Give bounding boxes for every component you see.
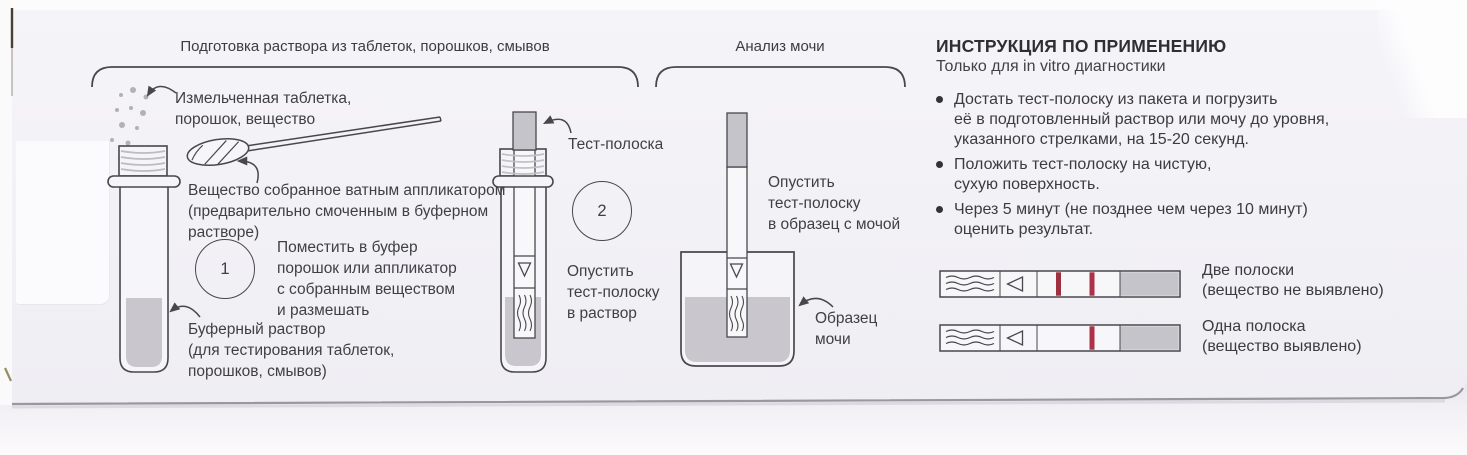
instruction-bullet-2: Положить тест-полоску на чистую, сухую п… bbox=[936, 155, 1211, 195]
result-positive-title: Одна полоска bbox=[1202, 318, 1306, 335]
label-dip-in-solution: Опустить тест-полоску в раствор bbox=[567, 263, 660, 322]
control-line bbox=[1056, 272, 1061, 296]
step-1-badge: 1 bbox=[195, 239, 255, 299]
bullet-dot bbox=[936, 161, 943, 168]
cotton-applicator bbox=[186, 116, 442, 167]
arrow-to-swab bbox=[236, 156, 259, 184]
box-top-edge bbox=[0, 0, 1467, 10]
label-urine-sample: Образец мочи bbox=[815, 310, 878, 348]
label-buffer-solution: Буферный раствор (для тестирования табле… bbox=[188, 321, 395, 380]
instruction-bullet-1: Достать тест-полоску из пакета и погрузи… bbox=[936, 90, 1329, 150]
arrow-to-powder bbox=[146, 85, 177, 97]
tube-with-strip bbox=[492, 111, 554, 373]
arrow-to-buffer bbox=[169, 302, 201, 318]
urine-section-title: Анализ мочи bbox=[735, 38, 825, 55]
label-swab-substance: Вещество собранное ватным аппликатором (… bbox=[188, 182, 506, 241]
down-arrow-mark bbox=[729, 263, 744, 279]
bullet-1-text: Достать тест-полоску из пакета и погрузи… bbox=[954, 91, 1330, 148]
box-left-edge bbox=[0, 0, 12, 420]
result-negative-note: (вещество не выявлено) bbox=[1202, 282, 1384, 299]
bullet-3-text: Через 5 минут (не позднее чем через 10 м… bbox=[954, 201, 1308, 238]
arrow-to-cup bbox=[798, 296, 834, 308]
bullet-dot bbox=[936, 206, 943, 213]
box-edge-accents bbox=[4, 8, 14, 382]
control-line bbox=[1089, 326, 1095, 350]
down-arrow-mark bbox=[517, 262, 532, 278]
step-1-number: 1 bbox=[220, 259, 230, 278]
bullet-2-text: Положить тест-полоску на чистую, сухую п… bbox=[954, 156, 1212, 193]
arrow-to-strip bbox=[542, 115, 572, 134]
result-negative-caption: Две полоски (вещество не выявлено) bbox=[1202, 261, 1384, 301]
left-arrow-mark bbox=[1005, 275, 1024, 293]
test-strip-in-tube bbox=[512, 111, 537, 339]
buffer-tube bbox=[107, 145, 181, 373]
bullet-dot bbox=[936, 96, 943, 103]
label-place-in-buffer: Поместить в буфер порошок или аппликатор… bbox=[277, 239, 457, 319]
step-2-number: 2 bbox=[597, 201, 607, 220]
table-surface bbox=[0, 382, 1467, 455]
test-strip-in-cup bbox=[726, 112, 748, 338]
result-strip-positive bbox=[939, 324, 1181, 352]
buffer-liquid bbox=[126, 298, 162, 367]
result-positive-note: (вещество выявлено) bbox=[1202, 338, 1362, 355]
white-sticker bbox=[16, 141, 110, 305]
instruction-bullet-3: Через 5 минут (не позднее чем через 10 м… bbox=[936, 200, 1308, 240]
left-arrow-mark bbox=[1005, 329, 1024, 347]
label-test-strip: Тест-полоска bbox=[568, 136, 664, 153]
label-crushed-tablet: Измельченная таблетка, порошок, вещество bbox=[175, 90, 352, 128]
background-corner bbox=[1378, 0, 1467, 118]
step-2-badge: 2 bbox=[572, 181, 632, 241]
prep-section-title: Подготовка раствора из таблеток, порошко… bbox=[180, 38, 550, 55]
result-positive-caption: Одна полоска (вещество выявлено) bbox=[1202, 317, 1362, 357]
urine-cup bbox=[680, 112, 795, 367]
urine-section-bracket bbox=[655, 66, 906, 88]
instructions-subtitle: Только для in vitro диагностики bbox=[936, 58, 1166, 75]
label-dip-in-urine: Опустить тест-полоску в образец с мочой bbox=[768, 174, 901, 233]
instructions-title: ИНСТРУКЦИЯ ПО ПРИМЕНЕНИЮ bbox=[936, 36, 1227, 56]
test-line bbox=[1089, 272, 1095, 296]
result-strip-negative bbox=[939, 270, 1181, 298]
prep-section-bracket bbox=[91, 66, 639, 88]
result-negative-title: Две полоски bbox=[1202, 262, 1295, 279]
